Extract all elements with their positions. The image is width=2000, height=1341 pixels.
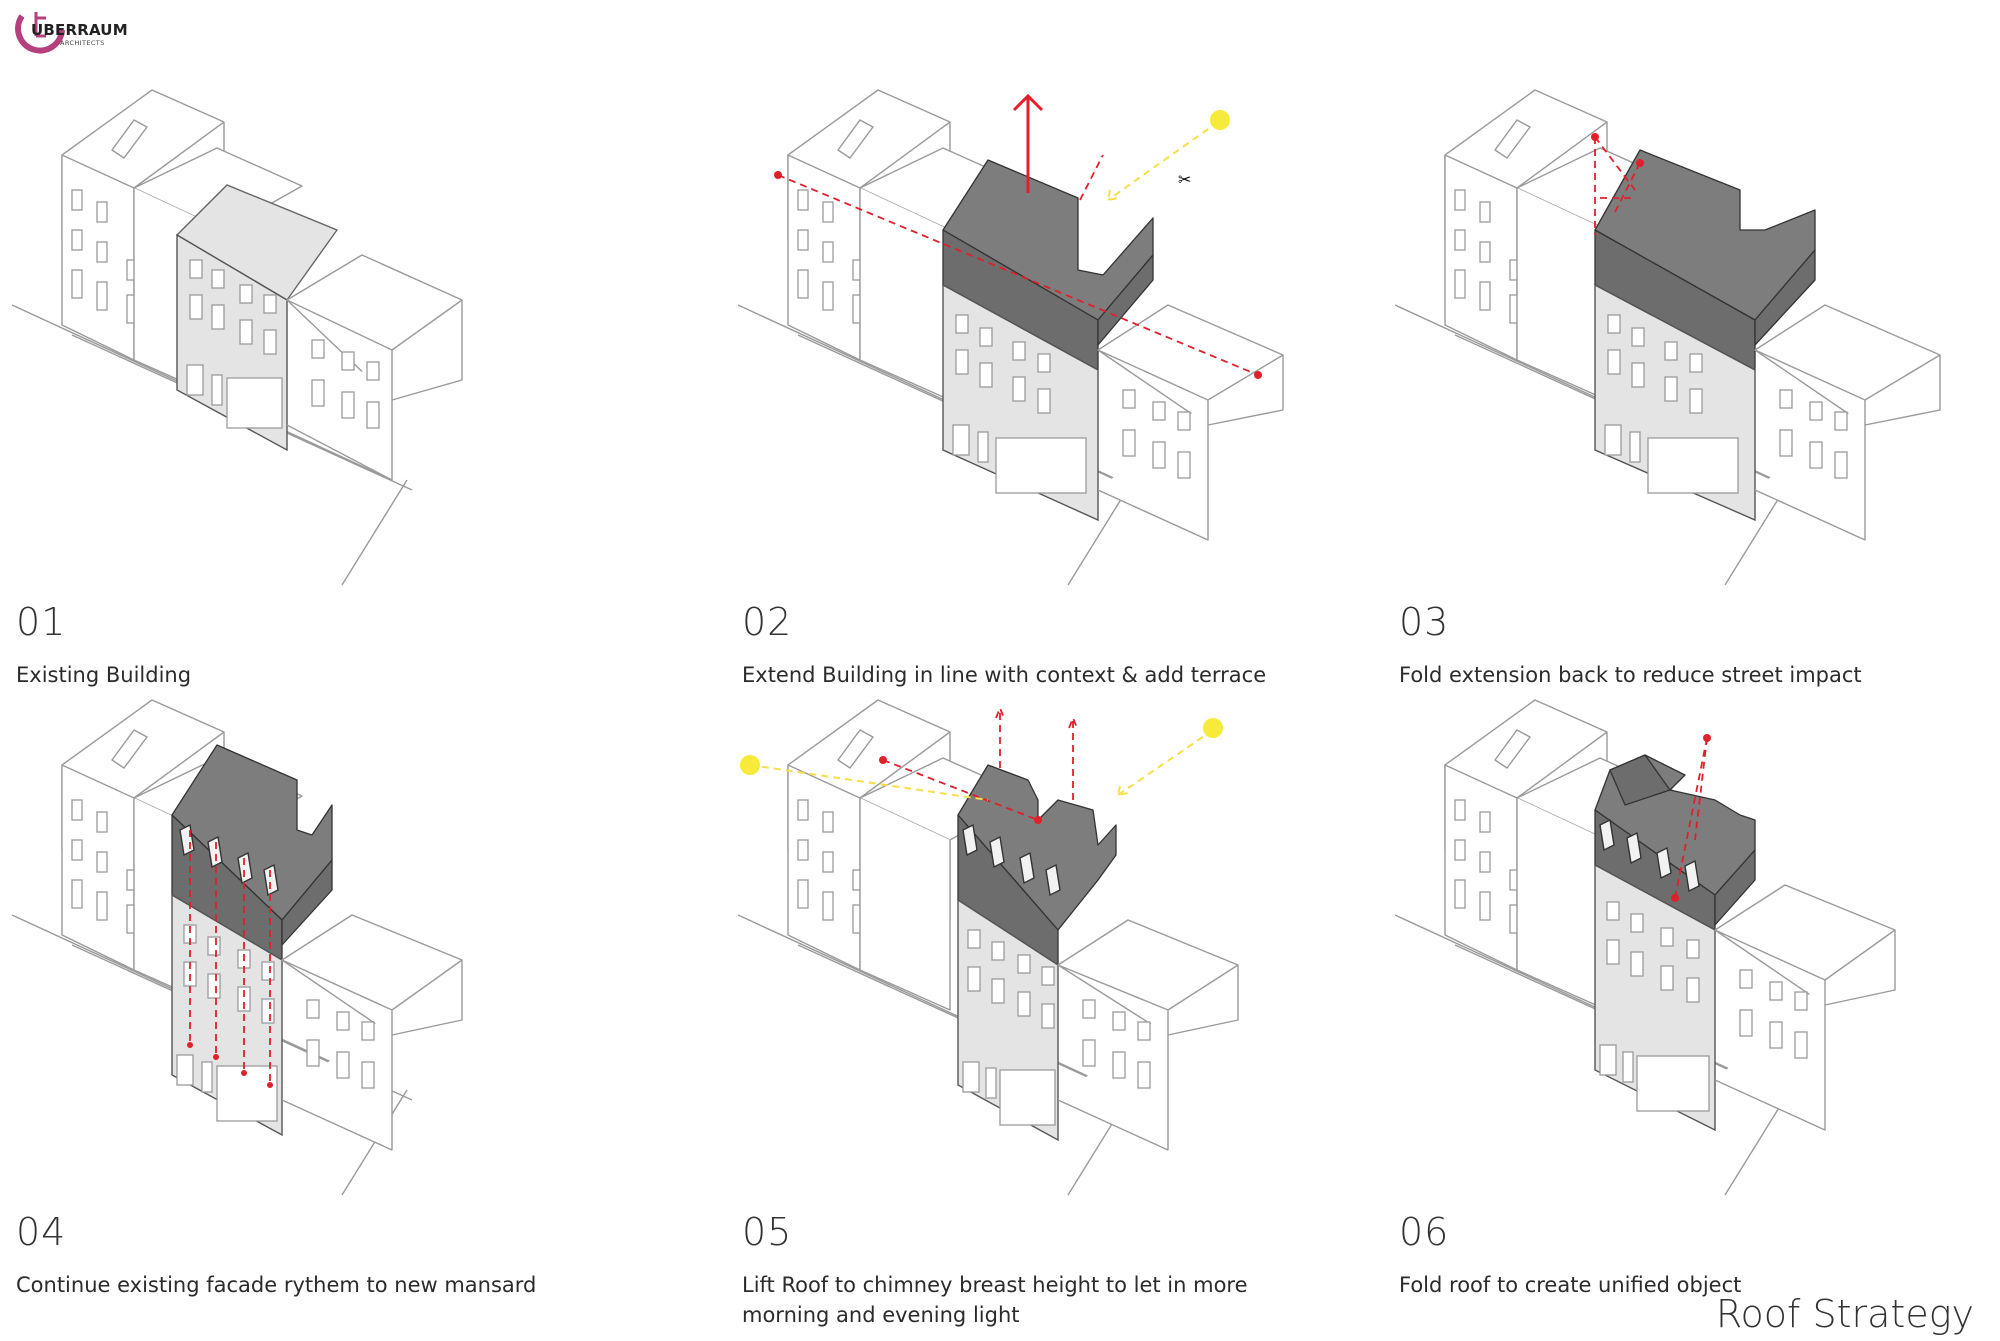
diagram-mansard-rhythm xyxy=(11,699,463,1196)
brand-logo: UBERRAUM ARCHITECTS xyxy=(12,8,152,62)
panel-06: 06 Fold roof to create unified object xyxy=(1394,690,2000,1310)
step-caption: Continue existing facade rythem to new m… xyxy=(16,1273,537,1297)
diagram-extend-building: ✂ xyxy=(737,89,1284,586)
sunlight-ray xyxy=(1106,121,1219,202)
step-caption: Existing Building xyxy=(16,663,192,687)
panel-01: 01 Existing Building xyxy=(11,80,652,700)
step-number: 03 xyxy=(1399,600,1450,644)
step-caption: Extend Building in line with context & a… xyxy=(742,663,1267,687)
panel-04: 04 Continue existing facade rythem to ne… xyxy=(11,690,652,1310)
sun-icon xyxy=(1203,718,1223,738)
logo-mark-icon xyxy=(15,12,65,54)
step-number: 05 xyxy=(742,1210,793,1254)
dormer-windows xyxy=(179,823,279,897)
panel-05: 05 Lift Roof to chimney breast height to… xyxy=(737,690,1378,1327)
scissors-icon: ✂ xyxy=(1178,170,1191,189)
panel-02: ✂ 02 Extend Building in line with contex… xyxy=(737,80,1378,700)
step-number: 02 xyxy=(742,600,793,644)
target-windows xyxy=(186,259,283,429)
step-caption: Fold roof to create unified object xyxy=(1399,1273,1742,1297)
step-caption: Fold extension back to reduce street imp… xyxy=(1399,663,1862,687)
context-line xyxy=(777,174,1259,376)
step-number: 01 xyxy=(16,600,67,644)
sun-icon xyxy=(740,755,760,775)
diagram-unified-roof xyxy=(1394,699,1896,1196)
diagram-fold-extension xyxy=(1394,89,1941,586)
diagram-existing-building xyxy=(11,89,463,586)
sun-icon xyxy=(1210,110,1230,130)
step-number: 04 xyxy=(16,1210,67,1254)
logo-subtitle: ARCHITECTS xyxy=(60,39,105,47)
panel-03: 03 Fold extension back to reduce street … xyxy=(1394,80,2000,700)
step-caption: Lift Roof to chimney breast height to le… xyxy=(742,1273,1248,1327)
rhythm-lines xyxy=(187,830,273,1088)
page-title: Roof Strategy xyxy=(1715,1292,1974,1336)
logo-word: UBERRAUM xyxy=(31,21,128,39)
step-number: 06 xyxy=(1399,1210,1450,1254)
diagram-lift-roof xyxy=(737,699,1239,1196)
right-building-windows xyxy=(311,339,380,429)
